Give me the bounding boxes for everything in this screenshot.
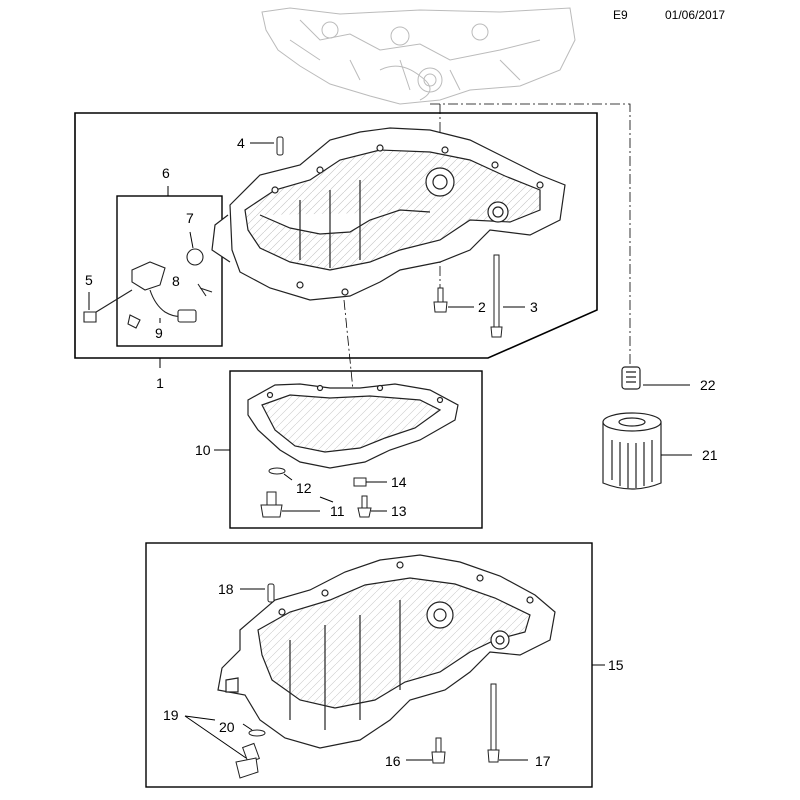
part-3-long-bolt	[490, 254, 503, 338]
callout-3: 3	[530, 299, 538, 315]
callout-20: 20	[219, 719, 235, 735]
diagram-date: 01/06/2017	[665, 8, 726, 22]
callout-labels: 1 2 3 4 5 6 7 8 9 10 11 12 13 14 15 16 1…	[85, 135, 718, 769]
part-18-dowel	[267, 583, 275, 603]
group-box-6	[116, 195, 223, 347]
callout-1: 1	[156, 375, 164, 391]
callout-5: 5	[85, 272, 93, 288]
callout-21: 21	[702, 447, 718, 463]
group-box-1	[74, 112, 598, 359]
callout-22: 22	[700, 377, 716, 393]
callout-8: 8	[172, 273, 180, 289]
callout-7: 7	[186, 210, 194, 226]
oil-pan-assembly	[217, 554, 556, 749]
callout-9: 9	[155, 325, 163, 341]
parts-16-17-bolts	[431, 683, 500, 764]
callout-6: 6	[162, 165, 170, 181]
upper-oil-pan	[211, 127, 566, 301]
callout-10: 10	[195, 442, 211, 458]
callout-14: 14	[391, 474, 407, 490]
callout-11: 11	[330, 503, 345, 519]
callout-19: 19	[163, 707, 179, 723]
part-4-dowel	[276, 136, 284, 156]
drain-plug-parts	[260, 467, 372, 518]
callout-2: 2	[478, 299, 486, 315]
callout-18: 18	[218, 581, 234, 597]
callout-15: 15	[608, 657, 624, 673]
oil-filter	[602, 366, 662, 490]
callout-12: 12	[296, 480, 312, 496]
oil-level-sensor-harness	[83, 248, 213, 329]
engine-block-outline	[261, 7, 576, 105]
callout-17: 17	[535, 753, 551, 769]
parts-19-20-drain-plug	[235, 729, 266, 779]
lower-oil-pan	[247, 383, 459, 469]
part-2-bolt	[433, 287, 448, 313]
callout-13: 13	[391, 503, 407, 519]
section-code: E9	[613, 8, 628, 22]
callout-4: 4	[237, 135, 245, 151]
callout-16: 16	[385, 753, 401, 769]
